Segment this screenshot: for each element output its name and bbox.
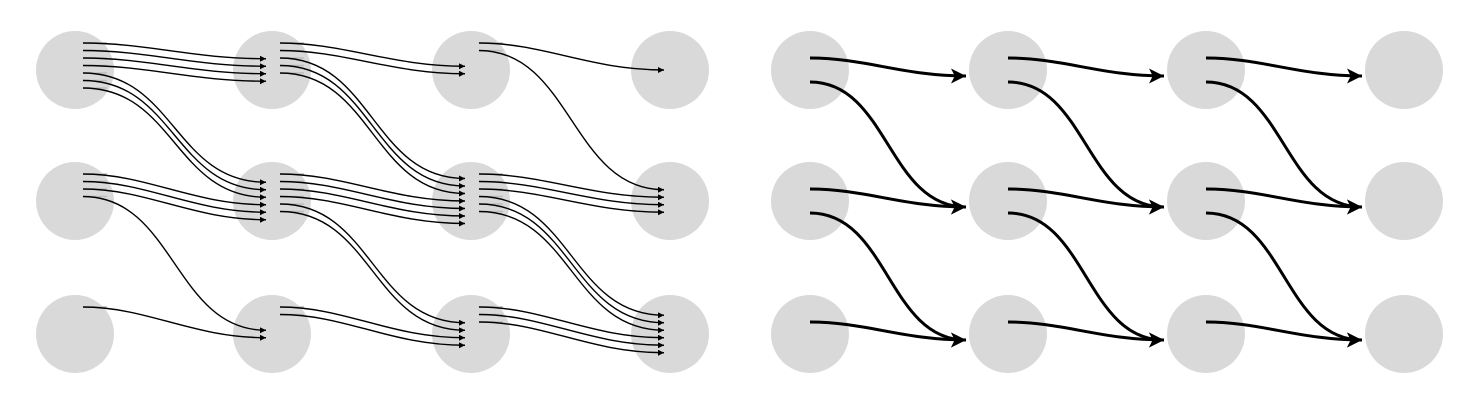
left-edge-c2r1-to-c3r1-1	[478, 180, 665, 208]
right-node-c3-r2	[1365, 295, 1443, 373]
left-edge-c2r2-to-c3r2-2	[478, 321, 665, 356]
left-edge-c1r1-to-c2r2-0	[279, 203, 466, 326]
left-edge-c1r2-to-c2r2-0	[279, 306, 466, 341]
right-edge-c2r0-to-c3r1-0	[1205, 80, 1363, 215]
right-edge-c2r1-to-c3r2-0	[1205, 211, 1363, 348]
left-edge-c1r1-to-c2r1-3	[279, 195, 466, 227]
left-edge-c0r0-to-c1r0-3	[82, 64, 267, 85]
left-edge-c0r1-to-c1r2-0	[82, 195, 267, 334]
left-edge-c1r0-to-c2r1-1	[279, 64, 466, 189]
left-edge-c1r1-to-c2r1-2	[279, 188, 466, 219]
right-edge-c2r2-to-c3r2-0	[1205, 320, 1363, 348]
left-node-c3-r0	[631, 31, 709, 109]
left-node-c0-r2	[36, 295, 114, 373]
right-edge-c1r2-to-c2r2-0	[1007, 320, 1165, 348]
left-edge-c0r0-to-c1r1-1	[82, 79, 267, 193]
left-edge-c1r0-to-c2r1-0	[279, 57, 466, 182]
left-edge-c0r0-to-c1r0-1	[82, 49, 267, 70]
right-node-c2-r2	[1167, 295, 1245, 373]
left-nodes	[36, 31, 709, 373]
right-node-c2-r0	[1167, 31, 1245, 109]
left-edge-c2r1-to-c3r1-2	[478, 188, 665, 216]
right-node-c1-r0	[969, 31, 1047, 109]
left-edge-c2r0-to-c3r0-0	[478, 42, 665, 73]
left-edge-c1r0-to-c2r0-1	[279, 49, 466, 77]
right-edge-c0r0-to-c1r0-0	[809, 56, 967, 84]
right-edge-c2r0-to-c3r0-0	[1205, 56, 1363, 84]
right-node-c0-r0	[771, 31, 849, 109]
right-nodes	[771, 31, 1443, 373]
left-edge-c2r1-to-c3r1-0	[478, 173, 665, 201]
left-edge-c1r0-to-c2r0-0	[279, 42, 466, 70]
right-edge-c1r0-to-c2r1-0	[1007, 80, 1165, 215]
right-node-c1-r1	[969, 162, 1047, 240]
left-edge-c0r0-to-c1r1-2	[82, 87, 267, 201]
left-edge-c1r0-to-c2r1-2	[279, 72, 466, 197]
right-edge-c1r1-to-c2r2-0	[1007, 211, 1165, 348]
left-panel	[36, 31, 709, 373]
left-edge-c1r2-to-c2r2-1	[279, 313, 466, 349]
left-edge-c1r1-to-c2r2-1	[279, 210, 466, 334]
left-node-c3-r1	[631, 162, 709, 240]
left-edge-c2r2-to-c3r2-1	[478, 313, 665, 349]
right-edge-c1r1-to-c2r1-0	[1007, 187, 1165, 215]
right-node-c0-r2	[771, 295, 849, 373]
right-node-c0-r1	[771, 162, 849, 240]
left-edge-c2r1-to-c3r2-1	[478, 203, 665, 326]
left-edge-c0r1-to-c1r1-2	[82, 188, 267, 223]
left-edges	[82, 42, 665, 356]
left-edge-c0r0-to-c1r1-0	[82, 72, 267, 186]
left-edge-c1r1-to-c2r1-0	[279, 173, 466, 204]
left-edge-c0r1-to-c1r1-0	[82, 173, 267, 208]
right-edge-c2r1-to-c3r1-0	[1205, 187, 1363, 215]
left-edge-c0r0-to-c1r0-0	[82, 42, 267, 62]
right-edge-c0r1-to-c1r1-0	[809, 187, 967, 215]
left-edge-c0r2-to-c1r2-0	[82, 306, 267, 341]
left-edge-c2r0-to-c3r1-0	[478, 49, 665, 193]
right-node-c1-r2	[969, 295, 1047, 373]
left-edge-c0r0-to-c1r0-2	[82, 57, 267, 77]
right-panel	[771, 31, 1443, 373]
right-edge-c0r2-to-c1r2-0	[809, 320, 967, 348]
left-edge-c2r1-to-c3r2-0	[478, 195, 665, 319]
left-node-c3-r2	[631, 295, 709, 373]
left-edge-c2r1-to-c3r2-2	[478, 210, 665, 334]
right-edge-c1r0-to-c2r0-0	[1007, 56, 1165, 84]
left-edge-c0r1-to-c1r1-1	[82, 180, 267, 216]
right-node-c2-r1	[1167, 162, 1245, 240]
right-node-c3-r1	[1365, 162, 1443, 240]
right-edge-c0r1-to-c1r2-0	[809, 211, 967, 348]
left-edge-c1r1-to-c2r1-1	[279, 180, 466, 212]
right-node-c3-r0	[1365, 31, 1443, 109]
right-edges	[809, 56, 1363, 348]
right-edge-c0r0-to-c1r1-0	[809, 80, 967, 215]
left-edge-c2r2-to-c3r2-0	[478, 306, 665, 341]
